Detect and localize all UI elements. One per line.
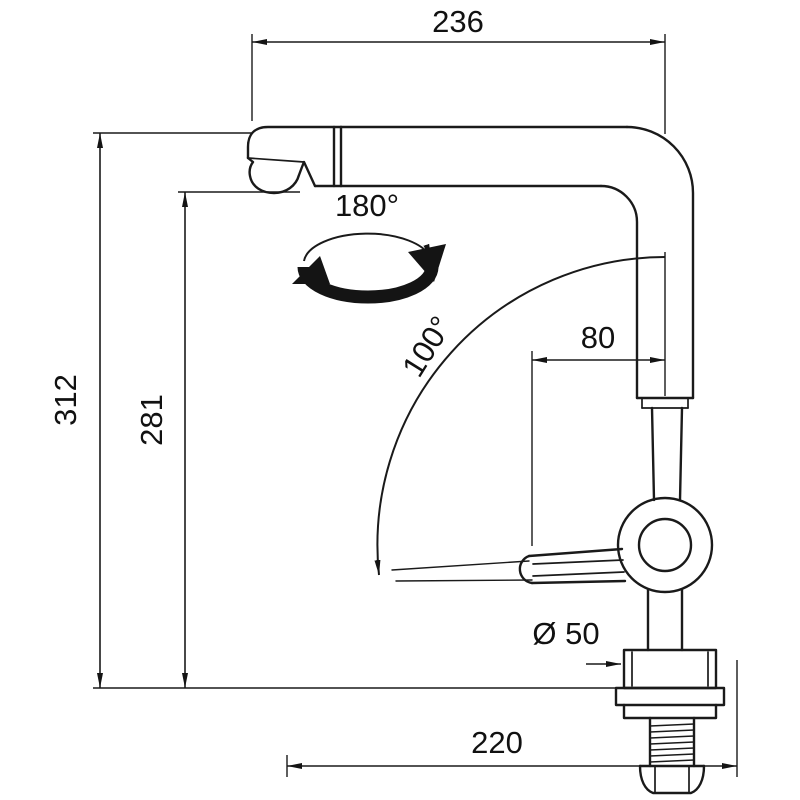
dim-spout-height: 281 — [134, 191, 300, 688]
base-diameter-value: Ø 50 — [532, 616, 599, 651]
dim-bottom-width: 220 — [286, 660, 738, 777]
faucet-handle — [391, 547, 627, 585]
faucet-base — [614, 648, 726, 795]
rotation-arrow-icon — [292, 232, 446, 304]
dim-top-width: 236 — [251, 4, 666, 134]
base-diameter-annotation: Ø 50 — [532, 616, 621, 667]
faucet-body — [616, 406, 714, 652]
faucet-spout-head — [246, 125, 343, 195]
spout-height-value: 281 — [134, 394, 169, 446]
swivel-angle-annotation: 180° — [292, 188, 446, 304]
top-width-value: 236 — [432, 4, 484, 39]
dim-offset: 80 — [531, 252, 666, 546]
total-height-value: 312 — [48, 374, 83, 426]
faucet-spout-tube — [339, 125, 695, 409]
lever-swing-arc — [374, 256, 666, 576]
bottom-width-value: 220 — [471, 725, 523, 760]
lever-angle-value: 100° — [395, 310, 459, 383]
swivel-angle-value: 180° — [335, 188, 399, 223]
offset-value: 80 — [581, 320, 615, 355]
dim-total-height: 312 — [48, 132, 616, 689]
faucet-outline — [246, 125, 726, 795]
